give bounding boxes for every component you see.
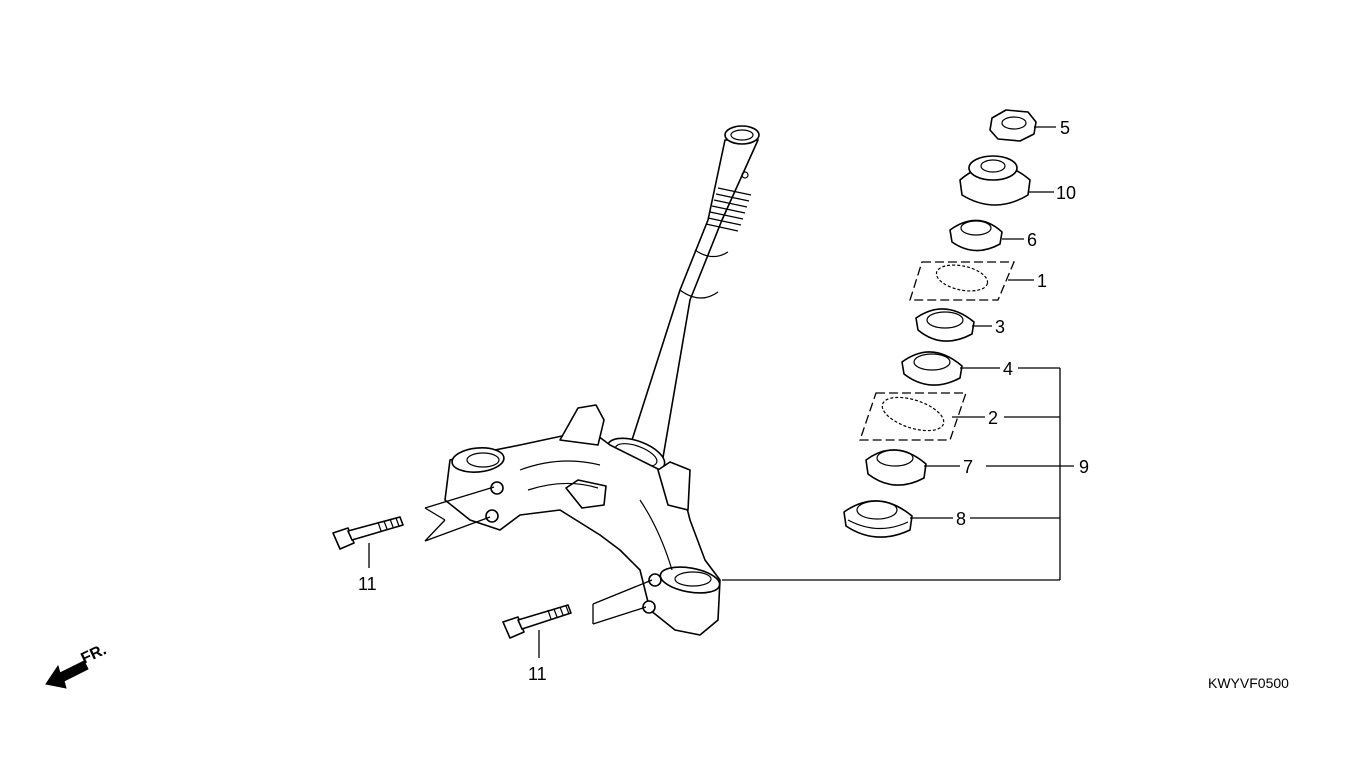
callout-5: 5 [1060,118,1070,138]
callout-8: 8 [956,509,966,529]
callout-2: 2 [988,408,998,428]
part-lock-nut [959,155,1031,206]
part-cone-race [949,219,1003,252]
front-direction-arrow-icon: FR. [45,641,110,689]
callout-1: 1 [1037,271,1047,291]
callout-4: 4 [1003,359,1013,379]
bottom-bridge [444,404,721,636]
callout-6: 6 [1027,230,1037,250]
figure-code: KWYVF0500 [1208,675,1289,691]
callout-11-lower: 11 [528,664,547,684]
leader-lines [368,126,1074,658]
part-steel-balls-upper [909,261,1015,301]
steering-stem [606,125,760,476]
callout-11-upper: 11 [358,574,377,594]
bolt-upper [332,516,404,550]
callout-10: 10 [1056,183,1076,203]
callout-3: 3 [995,317,1005,337]
callout-7: 7 [963,457,973,477]
part-dust-seal [843,500,913,538]
part-ball-race-lower [901,351,963,386]
part-ball-race-upper [915,308,975,342]
part-steel-balls-lower [859,392,967,441]
part-nut [989,109,1037,142]
bolt-lower [502,604,572,639]
part-cone-race-lower [865,449,927,486]
front-label: FR. [79,641,110,667]
callout-9: 9 [1079,457,1089,477]
